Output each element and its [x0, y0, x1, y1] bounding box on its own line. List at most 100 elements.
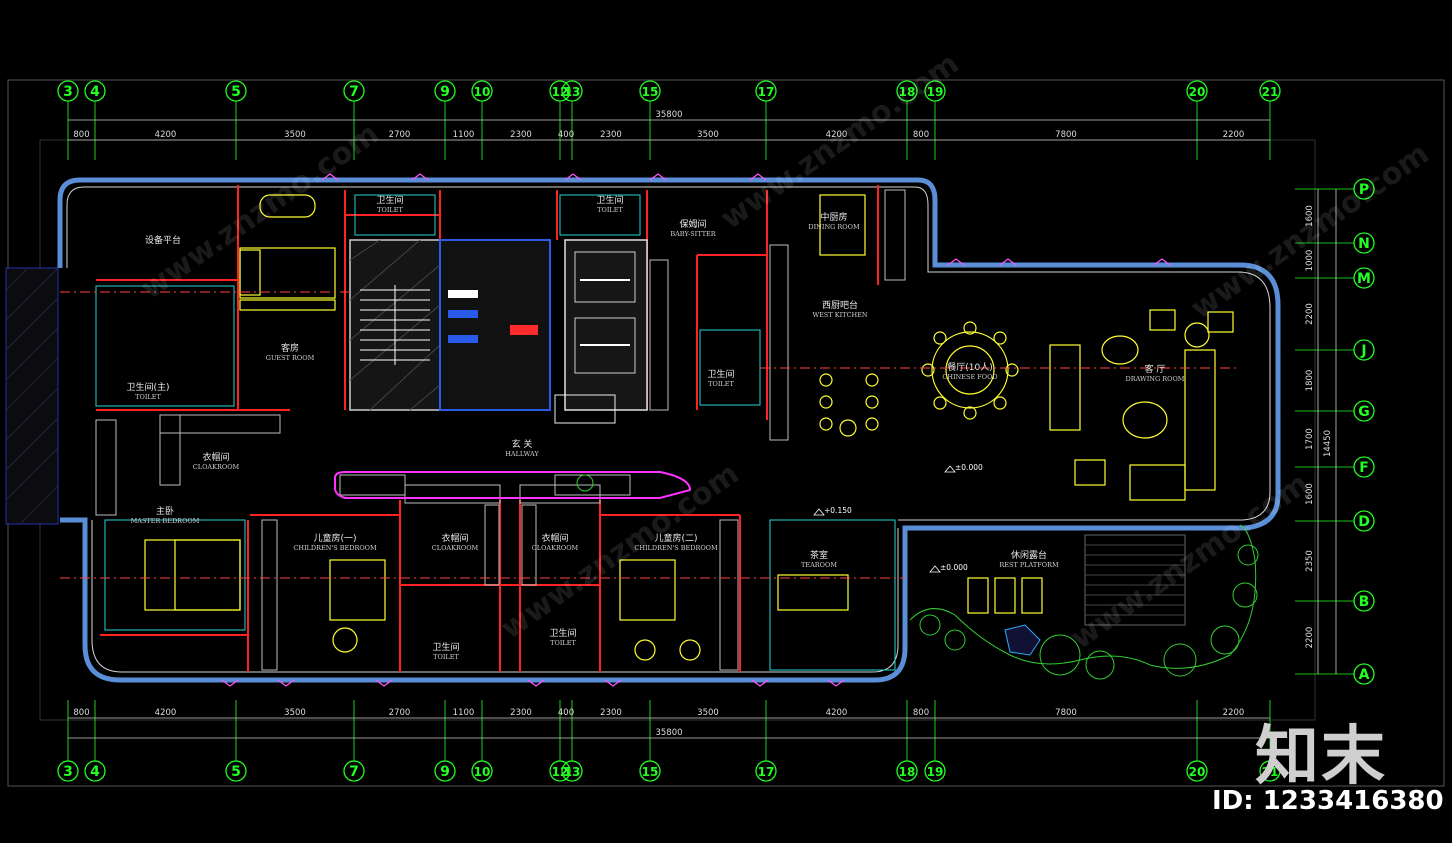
room-name-cn: 餐厅(10人) [947, 361, 992, 373]
svg-text:D: D [1358, 514, 1370, 530]
axis-grid-lines [67, 101, 1354, 761]
top-dimension-label: 2300 [510, 130, 532, 140]
level-value: +0.150 [824, 506, 852, 515]
room-name-en: TOILET [135, 393, 161, 401]
bottom-dimension-label: 7800 [1055, 708, 1077, 718]
svg-text:4: 4 [90, 84, 100, 100]
level-marker: ±0.000 [944, 463, 983, 473]
room-label: 卫生间(主)TOILET [126, 381, 169, 401]
svg-text:18: 18 [899, 85, 916, 99]
axis-bubble-top: 3 [57, 80, 79, 102]
room-labels: 设备平台卫生间TOILET卫生间TOILET保姆间BABY-SITTER中厨房D… [126, 194, 1184, 661]
level-value: ±0.000 [955, 463, 983, 472]
axis-bubble-bottom: 13 [561, 760, 583, 782]
axis-bubble-right: P [1353, 178, 1375, 200]
axis-bubble-right: M [1353, 267, 1375, 289]
room-name-cn: 保姆间 [679, 218, 706, 230]
stair-core [349, 239, 648, 424]
room-label: 儿童房(二)CHILDREN'S BEDROOM [634, 532, 718, 552]
axis-bubble-right: B [1353, 590, 1375, 612]
top-dimension-total: 35800 [655, 110, 682, 120]
top-dimension-label: 4200 [826, 130, 848, 140]
top-dimension-label: 2700 [389, 130, 411, 140]
axis-bubble-right: A [1353, 663, 1375, 685]
bottom-dimension-label: 800 [73, 708, 89, 718]
bottom-dimension-label: 2300 [510, 708, 532, 718]
bottom-dimension-label: 4200 [826, 708, 848, 718]
axis-bubble-top: 19 [924, 80, 946, 102]
right-dimension-label: 1700 [1305, 428, 1315, 450]
left-balcony-hatch [5, 267, 59, 525]
level-value: ±0.000 [940, 563, 968, 572]
room-name-cn: 卫生间 [596, 194, 623, 206]
room-name-en: HALLWAY [505, 450, 539, 458]
top-dimension-label: 7800 [1055, 130, 1077, 140]
window-markers [221, 173, 1171, 687]
bottom-dimension-label: 400 [558, 708, 574, 718]
axis-bubble-top: 17 [755, 80, 777, 102]
room-name-cn: 衣帽间 [202, 451, 229, 463]
room-name-cn: 中厨房 [820, 211, 847, 223]
svg-text:P: P [1359, 182, 1369, 198]
axis-bubble-top: 15 [639, 80, 661, 102]
room-name-en: TOILET [433, 653, 459, 661]
axis-bubble-bottom: 18 [896, 760, 918, 782]
svg-text:5: 5 [231, 84, 241, 100]
room-name-cn: 西厨吧台 [822, 299, 858, 311]
terrace-deck [1004, 534, 1186, 656]
svg-text:5: 5 [231, 764, 241, 780]
bottom-dimension-label: 3500 [697, 708, 719, 718]
axis-bubble-bottom: 19 [924, 760, 946, 782]
room-label: 儿童房(一)CHILDREN'S BEDROOM [293, 532, 377, 552]
room-name-cn: 卫生间 [432, 641, 459, 653]
axis-bubble-bottom: 7 [343, 760, 365, 782]
svg-text:13: 13 [564, 85, 581, 99]
room-name-cn: 衣帽间 [441, 532, 468, 544]
room-name-en: MASTER BEDROOM [131, 517, 200, 525]
room-name-en: TOILET [550, 639, 576, 647]
bottom-dimension-label: 1100 [453, 708, 475, 718]
brand-logo-text: 知末 [1255, 720, 1387, 794]
room-name-en: GUEST ROOM [266, 354, 315, 362]
room-name-cn: 卫生间 [376, 194, 403, 206]
room-name-en: WEST KITCHEN [812, 311, 867, 319]
room-name-cn: 卫生间 [707, 368, 734, 380]
top-dimension-label: 400 [558, 130, 574, 140]
room-name-en: CLOAKROOM [193, 463, 240, 471]
room-name-en: CHILDREN'S BEDROOM [293, 544, 377, 552]
axis-bubble-top: 9 [434, 80, 456, 102]
svg-text:9: 9 [440, 84, 450, 100]
top-dimension-label: 3500 [697, 130, 719, 140]
interior-walls [96, 185, 879, 672]
axis-bubble-top: 10 [471, 80, 493, 102]
room-name-en: TOILET [597, 206, 623, 214]
center-lines [60, 291, 1240, 579]
level-labels: ±0.000 ±0.000 +0.150 [813, 463, 983, 573]
axis-bubble-right: N [1353, 232, 1375, 254]
axis-bubble-bottom: 4 [84, 760, 106, 782]
room-name-en: CLOAKROOM [432, 544, 479, 552]
right-dimension-label: 1800 [1305, 370, 1315, 392]
axis-bubble-bottom: 10 [471, 760, 493, 782]
room-name-cn: 客房 [281, 342, 299, 354]
bottom-dimension-label: 800 [913, 708, 929, 718]
accent-strips [334, 471, 692, 499]
room-name-cn: 儿童房(一) [313, 532, 356, 544]
room-name-en: TOILET [377, 206, 403, 214]
axis-bubble-bottom: 20 [1186, 760, 1208, 782]
room-name-cn: 衣帽间 [541, 532, 568, 544]
room-name-en: TEAROOM [801, 561, 837, 569]
axis-bubble-top: 12 [549, 80, 571, 102]
room-name-cn: 客 厅 [1145, 363, 1166, 375]
top-dimension-label: 800 [913, 130, 929, 140]
svg-text:12: 12 [552, 765, 569, 779]
svg-text:B: B [1359, 594, 1370, 610]
